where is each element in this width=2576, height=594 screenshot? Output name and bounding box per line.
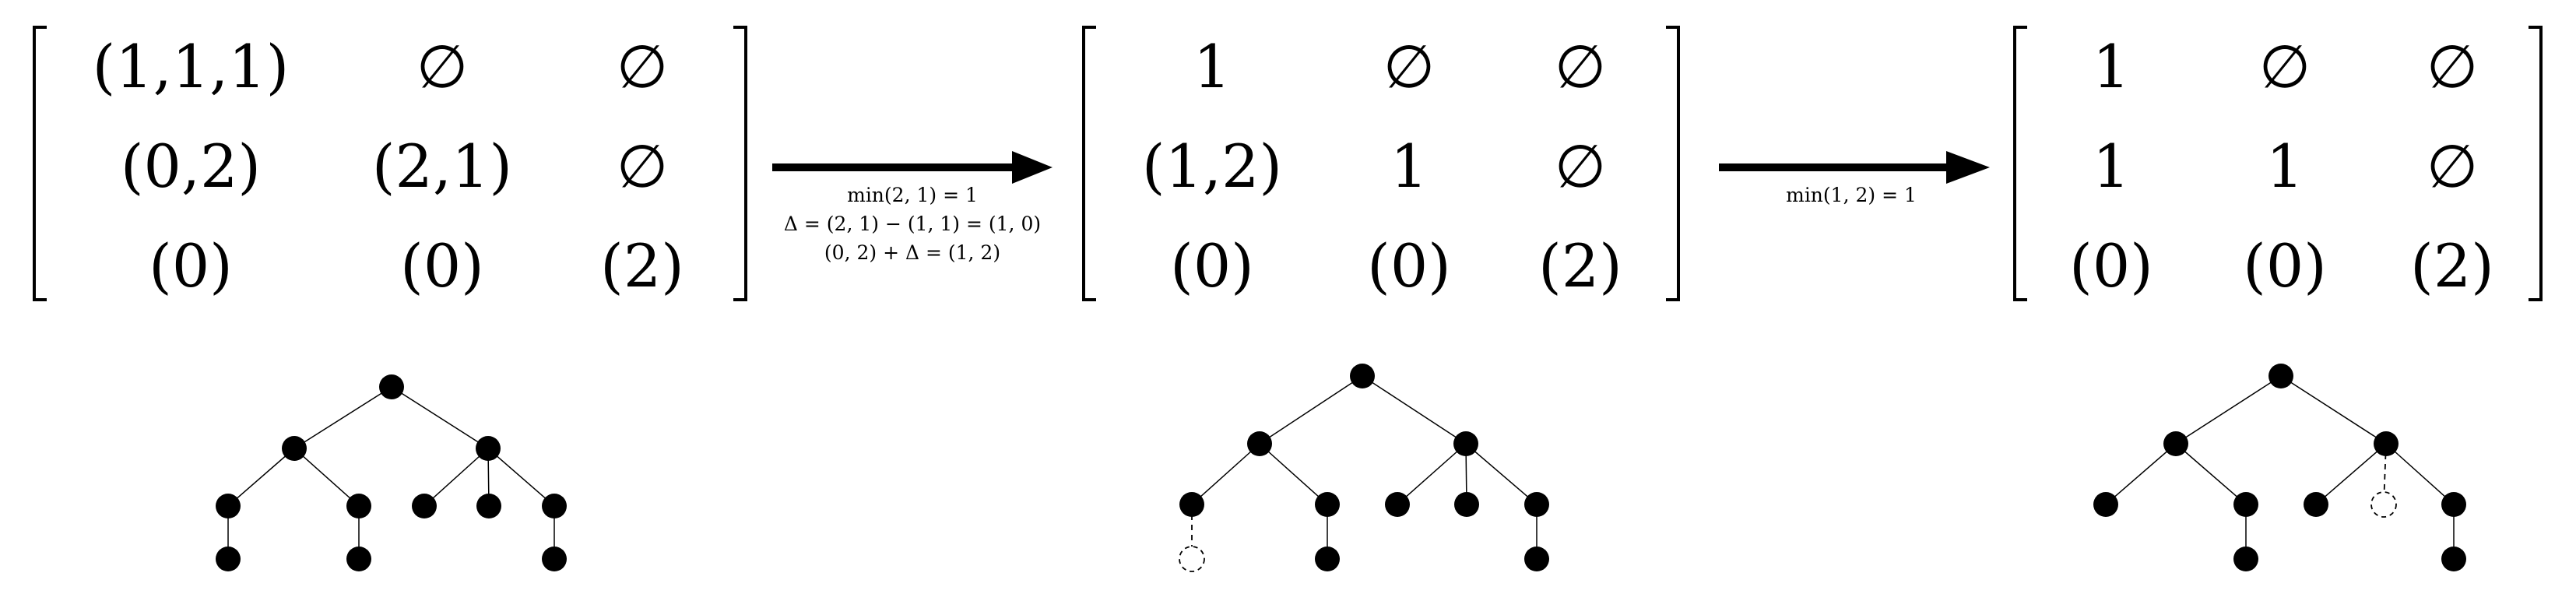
- tree-1: [216, 374, 567, 571]
- tree-node: [1385, 492, 1410, 517]
- tree-node: [2374, 431, 2399, 456]
- tree-node: [1315, 547, 1340, 571]
- matrix-3-cell: ∅: [2427, 132, 2478, 201]
- matrix-1-cell: ∅: [617, 132, 668, 201]
- matrix-1-cell: (1,1,1): [93, 32, 290, 101]
- tree-node: [2268, 364, 2293, 388]
- tree-node-removed: [1179, 546, 1205, 572]
- matrix-2-cell: (0): [1367, 231, 1451, 301]
- tree-edge: [227, 448, 295, 507]
- matrix-1-cell: (2,1): [372, 132, 512, 201]
- matrix-3-cell: 1: [2093, 132, 2130, 201]
- matrix-2: 1 ∅ ∅ (1,2) 1 ∅ (0) (0) (2): [1082, 26, 1680, 301]
- tree-node: [412, 494, 437, 518]
- tree-3: [2093, 364, 2466, 571]
- matrix-2-cell: (1,2): [1142, 132, 1282, 201]
- matrix-3-cell: (0): [2243, 231, 2327, 301]
- arrow-1-note-line: Δ = (2, 1) − (1, 1) = (1, 0): [784, 213, 1041, 235]
- matrix-3-cell: ∅: [2427, 32, 2478, 101]
- tree-node: [476, 494, 501, 518]
- matrix-1-right-bracket: [733, 26, 747, 301]
- tree-edge: [2105, 443, 2177, 505]
- tree-node: [1453, 431, 1478, 456]
- matrix-1-cell: ∅: [617, 32, 668, 101]
- tree-node: [1454, 492, 1479, 517]
- tree-node: [346, 547, 371, 571]
- tree-node: [2163, 431, 2188, 456]
- matrix-2-cell: (2): [1538, 231, 1622, 301]
- matrix-3-cell: ∅: [2259, 32, 2311, 101]
- matrix-2-cell: 1: [1390, 132, 1428, 201]
- tree-node: [1247, 431, 1272, 456]
- matrix-3-cell: (0): [2069, 231, 2153, 301]
- tree-node: [542, 494, 567, 518]
- matrix-3-right-bracket: [2529, 26, 2543, 301]
- matrix-3: 1 ∅ ∅ 1 1 ∅ (0) (0) (2): [2013, 26, 2543, 301]
- matrix-2-cell: ∅: [1555, 132, 1606, 201]
- tree-edge: [1259, 443, 1328, 505]
- matrix-3-left-bracket: [2013, 26, 2027, 301]
- tree-node: [346, 494, 371, 518]
- tree-node: [1350, 364, 1375, 388]
- tree-node: [2441, 547, 2466, 571]
- tree-node: [216, 547, 241, 571]
- tree-edge: [1362, 375, 1467, 445]
- tree-node: [2304, 492, 2328, 517]
- arrow-1-note-line: min(2, 1) = 1: [847, 184, 978, 206]
- matrix-2-cell: (0): [1170, 231, 1254, 301]
- tree-node: [476, 436, 501, 461]
- matrix-1-cell: (2): [600, 231, 684, 301]
- matrix-1-cell: ∅: [416, 32, 468, 101]
- tree-edge: [2385, 443, 2455, 505]
- matrix-2-cell: ∅: [1383, 32, 1435, 101]
- tree-edge: [2280, 375, 2387, 445]
- matrix-1-cell: (0,2): [121, 132, 261, 201]
- tree-node: [2233, 547, 2258, 571]
- tree-edge: [293, 386, 392, 449]
- tree-edge: [2315, 443, 2387, 505]
- tree-node: [2441, 492, 2466, 517]
- tree-edge: [293, 448, 360, 507]
- arrow-1-head: [1012, 151, 1053, 184]
- tree-edge: [391, 386, 489, 449]
- tree-node: [2093, 492, 2118, 517]
- tree-edge: [1397, 443, 1467, 505]
- matrix-3-cell: 1: [2266, 132, 2304, 201]
- matrix-1-left-bracket: [33, 26, 47, 301]
- tree-node: [216, 494, 241, 518]
- tree-edge: [2175, 375, 2282, 445]
- matrix-2-right-bracket: [1666, 26, 1680, 301]
- matrix-2-left-bracket: [1082, 26, 1096, 301]
- arrow-1-note-line: (0, 2) + Δ = (1, 2): [824, 241, 1000, 264]
- tree-node: [1179, 492, 1204, 517]
- tree-node: [1315, 492, 1340, 517]
- tree-edge: [1191, 443, 1260, 505]
- matrix-2-cell: ∅: [1555, 32, 1606, 101]
- arrow-1: min(2, 1) = 1 Δ = (2, 1) − (1, 1) = (1, …: [772, 151, 1053, 264]
- tree-edge: [2175, 443, 2247, 505]
- matrix-2-cell: 1: [1193, 32, 1231, 101]
- tree-node: [1524, 547, 1549, 571]
- tree-node: [1524, 492, 1549, 517]
- tree-2: [1179, 364, 1549, 572]
- matrix-1: (1,1,1) ∅ ∅ (0,2) (2,1) ∅ (0) (0) (2): [33, 26, 747, 301]
- tree-edge: [1465, 443, 1538, 505]
- matrix-3-cell: (2): [2410, 231, 2494, 301]
- tree-node: [542, 547, 567, 571]
- tree-node-removed: [2370, 491, 2397, 518]
- tree-edge: [1259, 375, 1363, 445]
- arrow-2-head: [1946, 151, 1990, 184]
- tree-node: [2233, 492, 2258, 517]
- arrow-2-note-line: min(1, 2) = 1: [1786, 184, 1917, 206]
- matrix-1-cell: (0): [400, 231, 484, 301]
- matrix-1-cell: (0): [149, 231, 233, 301]
- tree-node: [282, 436, 307, 461]
- tree-node: [379, 374, 404, 399]
- matrix-3-cell: 1: [2093, 32, 2130, 101]
- tree-edge: [487, 448, 555, 507]
- arrow-2: min(1, 2) = 1: [1719, 151, 1990, 206]
- tree-edge: [423, 448, 489, 507]
